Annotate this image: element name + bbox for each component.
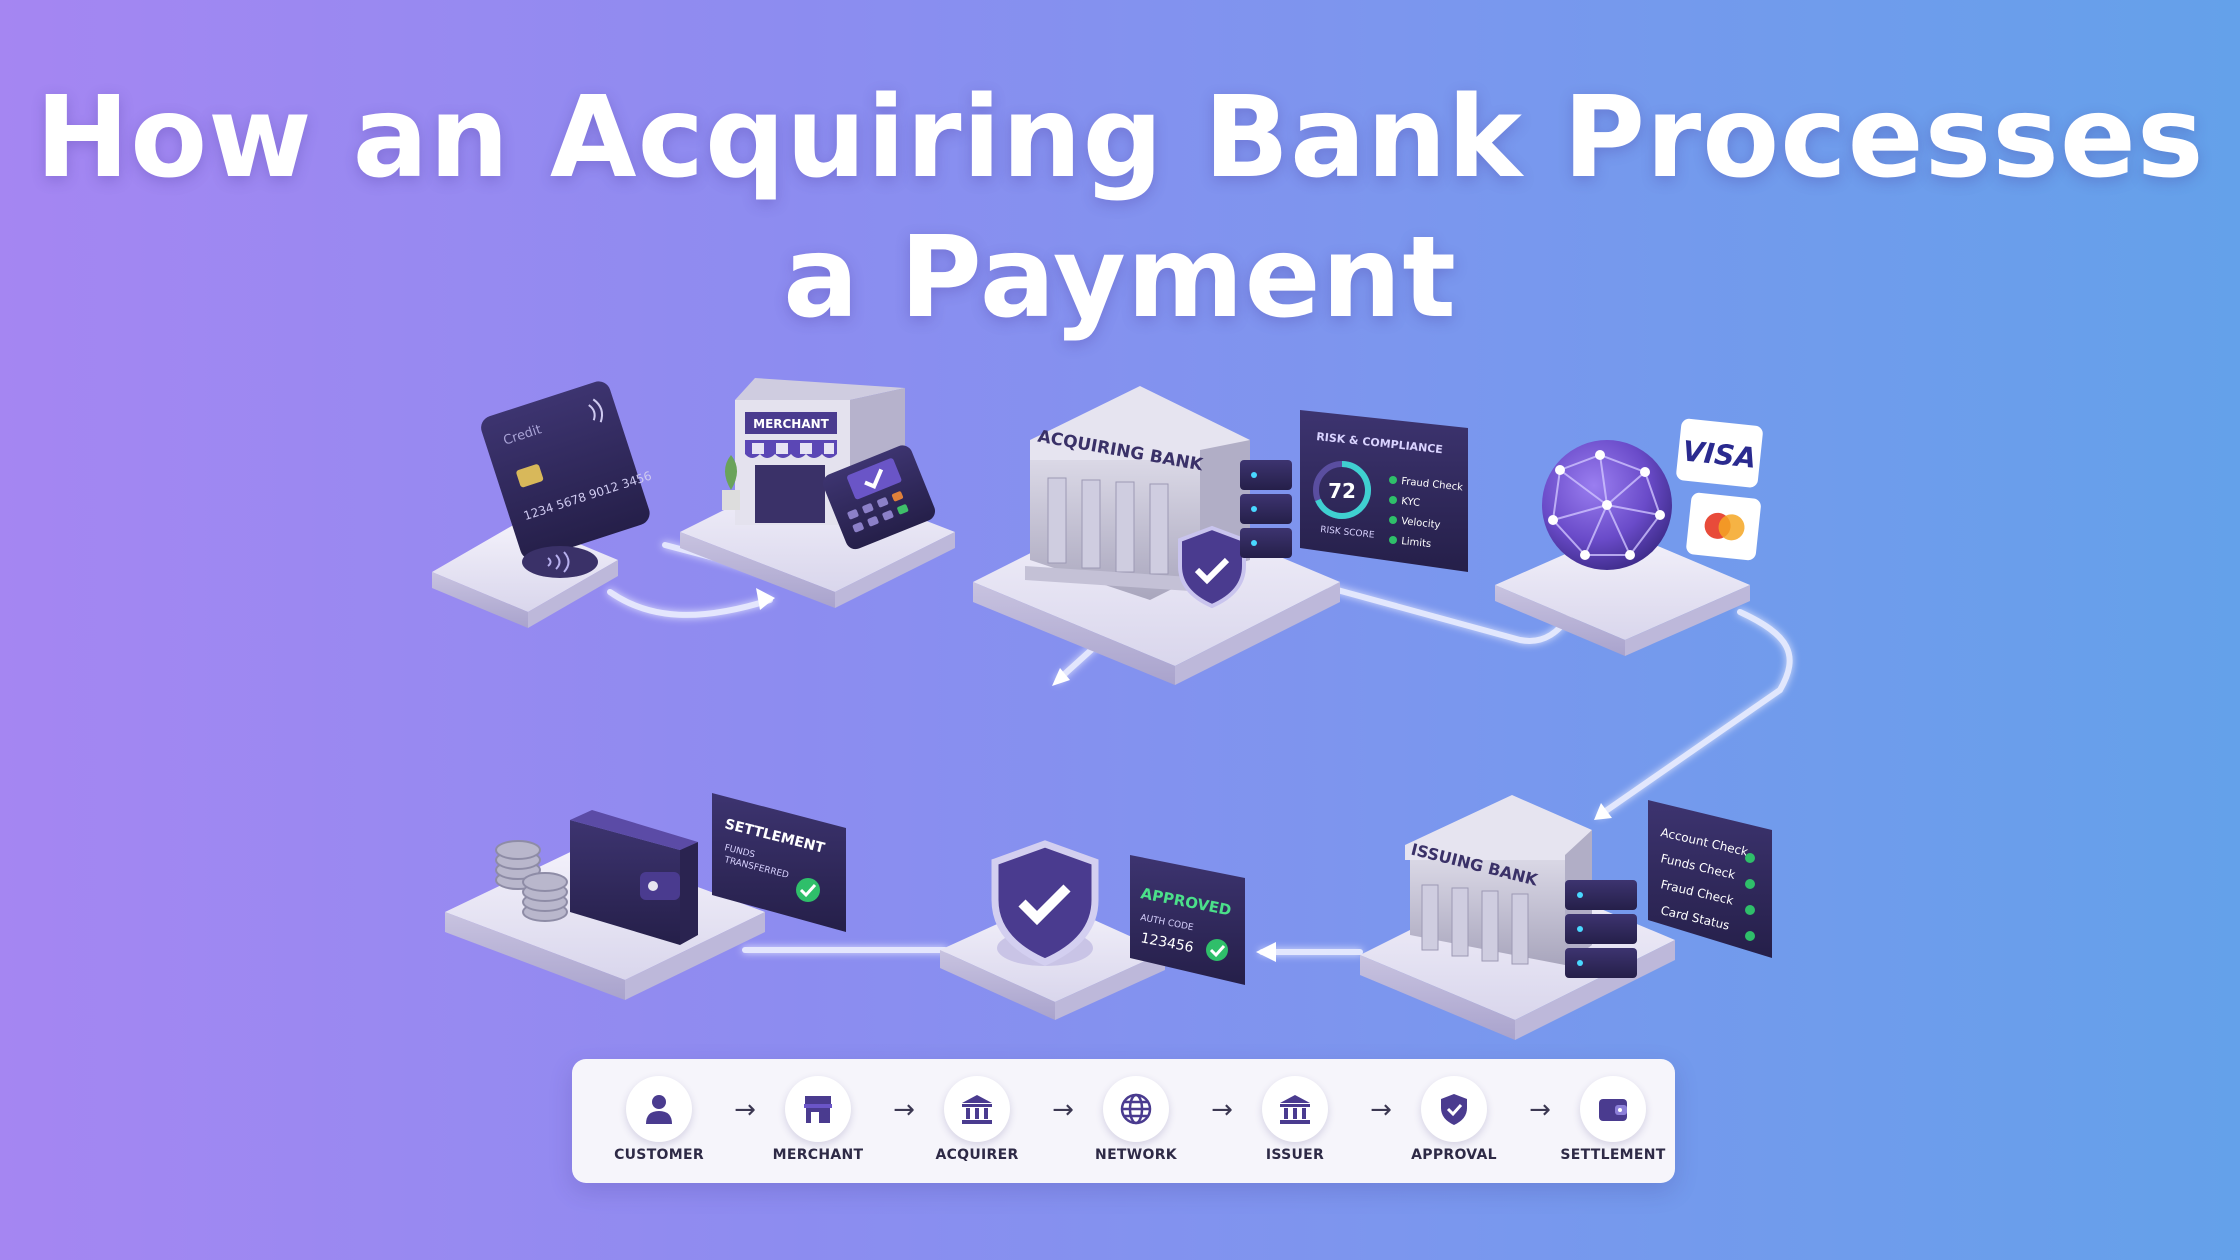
step-customer: CUSTOMER [599, 1059, 719, 1183]
step-arrow: → [893, 1095, 915, 1125]
settlement-panel: SETTLEMENT FUNDS TRANSFERRED [712, 793, 846, 932]
risk-check-1: KYC [1401, 496, 1421, 509]
bank-icon [1280, 1095, 1310, 1124]
path-card-to-merchant [607, 589, 773, 618]
step-arrow: → [1052, 1095, 1074, 1125]
step-label-customer: CUSTOMER [614, 1147, 704, 1163]
step-label-merchant: MERCHANT [772, 1147, 864, 1163]
wallet-icon [1599, 1099, 1627, 1121]
wallet-icon [570, 810, 698, 945]
step-bar: CUSTOMER → MERCHANT → ACQUIRER → NETWORK… [572, 1059, 1675, 1183]
mastercard-icon [1686, 492, 1761, 561]
visa-card-icon: VISA [1676, 418, 1763, 488]
arrowhead-issuer [1594, 803, 1612, 820]
step-issuer: ISSUER [1235, 1059, 1355, 1183]
visa-label: VISA [1681, 434, 1758, 475]
step-label-settlement: SETTLEMENT [1560, 1147, 1666, 1163]
issuer-server-icon [1565, 880, 1637, 978]
issuer-checks-panel: Account Check Funds Check Fraud Check Ca… [1648, 800, 1772, 958]
pos-terminal [823, 445, 936, 550]
arrowhead-approved [1256, 942, 1276, 962]
step-acquirer: ACQUIRER [917, 1059, 1037, 1183]
chip-icon [516, 464, 544, 488]
merchant-sign: MERCHANT [753, 417, 830, 431]
store-icon [804, 1096, 832, 1123]
step-label-network: NETWORK [1095, 1147, 1177, 1163]
settlement-check-icon [799, 883, 817, 898]
platform-network [1495, 530, 1750, 656]
arrowhead-merchant [756, 588, 775, 610]
approval-shield-icon [991, 840, 1099, 966]
shield-check-icon [1178, 525, 1246, 609]
path-network-to-issuer [1597, 609, 1793, 818]
contactless-icon [588, 398, 604, 423]
risk-score: 72 [1328, 479, 1356, 503]
step-label-issuer: ISSUER [1265, 1147, 1325, 1163]
credit-card: Credit 1234 5678 9012 3456 [481, 381, 653, 560]
step-label-approval: APPROVAL [1411, 1147, 1497, 1163]
step-arrow: → [1211, 1095, 1233, 1125]
approved-panel: APPROVED AUTH CODE 123456 [1130, 855, 1245, 985]
step-approval: APPROVAL [1394, 1059, 1514, 1183]
shield-check-icon [1441, 1094, 1467, 1125]
network-globe-icon [1542, 440, 1672, 570]
title-line-2: a Payment [783, 213, 1457, 343]
issuing-bank-building: ISSUING BANK [1405, 795, 1592, 965]
step-arrow: → [1529, 1095, 1551, 1125]
globe-icon [1120, 1093, 1152, 1125]
acquiring-bank-building: ACQUIRING BANK [1025, 386, 1250, 600]
approved-check-icon [1209, 945, 1226, 958]
server-stack-icon [1240, 460, 1292, 558]
risk-compliance-panel: RISK & COMPLIANCE 72 RISK SCORE Fraud Ch… [1300, 410, 1468, 572]
bank-icon [962, 1095, 992, 1124]
plant-icon [722, 455, 740, 510]
step-arrow: → [734, 1095, 756, 1125]
title-line-1: How an Acquiring Bank Processes [35, 73, 2205, 203]
risk-check-2: Velocity [1401, 516, 1441, 531]
person-icon [646, 1095, 672, 1124]
step-network: NETWORK [1076, 1059, 1196, 1183]
step-arrow: → [1370, 1095, 1392, 1125]
step-label-acquirer: ACQUIRER [935, 1147, 1019, 1163]
risk-check-3: Limits [1401, 536, 1432, 550]
nfc-icon [547, 551, 570, 573]
arrowhead-double-a [1052, 668, 1070, 686]
step-settlement: SETTLEMENT [1553, 1059, 1673, 1183]
pos-check-icon [864, 468, 884, 489]
coins-icon [495, 840, 568, 922]
step-merchant: MERCHANT [758, 1059, 878, 1183]
